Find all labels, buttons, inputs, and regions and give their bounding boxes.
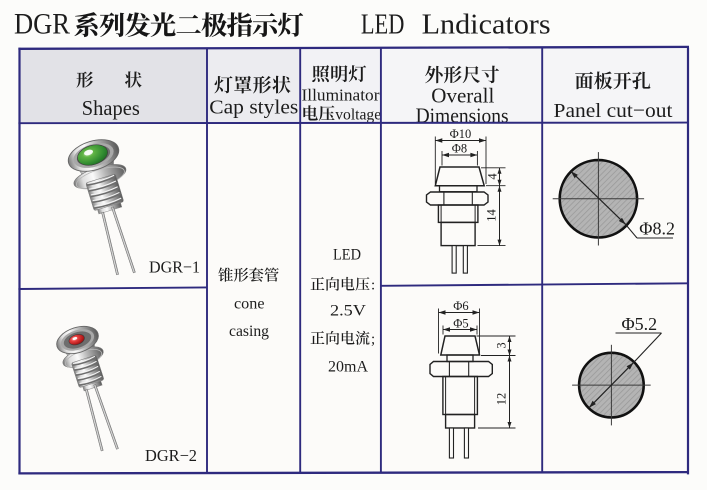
svg-text:Φ8: Φ8 [452, 142, 467, 156]
svg-text:Φ10: Φ10 [450, 127, 472, 141]
svg-text:Panel cut−out: Panel cut−out [554, 100, 673, 122]
svg-text:Lndicators: Lndicators [422, 10, 551, 41]
svg-text:casing: casing [229, 323, 269, 340]
svg-text:cone: cone [234, 296, 265, 313]
svg-text:LED: LED [361, 10, 405, 41]
svg-text:;: ; [371, 332, 375, 348]
svg-text:Cap styles: Cap styles [209, 96, 298, 118]
svg-text:Φ8.2: Φ8.2 [639, 219, 675, 239]
svg-text:Overall: Overall [431, 83, 494, 107]
svg-text:DGR: DGR [14, 9, 70, 41]
svg-text:20mA: 20mA [328, 359, 369, 376]
svg-text::: : [371, 278, 375, 294]
svg-text:Illuminator: Illuminator [302, 86, 380, 105]
svg-text:3: 3 [494, 342, 508, 348]
svg-text:Φ5: Φ5 [453, 316, 468, 330]
svg-text:2.5V: 2.5V [330, 303, 367, 320]
svg-text:4: 4 [485, 173, 499, 180]
svg-text:DGR−1: DGR−1 [149, 258, 200, 277]
svg-text:Shapes: Shapes [82, 96, 140, 120]
svg-text:14: 14 [484, 209, 498, 222]
svg-text:Dimensions: Dimensions [416, 104, 509, 128]
svg-text:Φ5.2: Φ5.2 [622, 314, 658, 334]
svg-text:DGR−2: DGR−2 [145, 446, 197, 465]
svg-text:voltage: voltage [335, 107, 381, 124]
svg-text:LED: LED [333, 247, 361, 264]
svg-text:12: 12 [494, 393, 508, 406]
svg-text:Φ6: Φ6 [453, 299, 468, 313]
